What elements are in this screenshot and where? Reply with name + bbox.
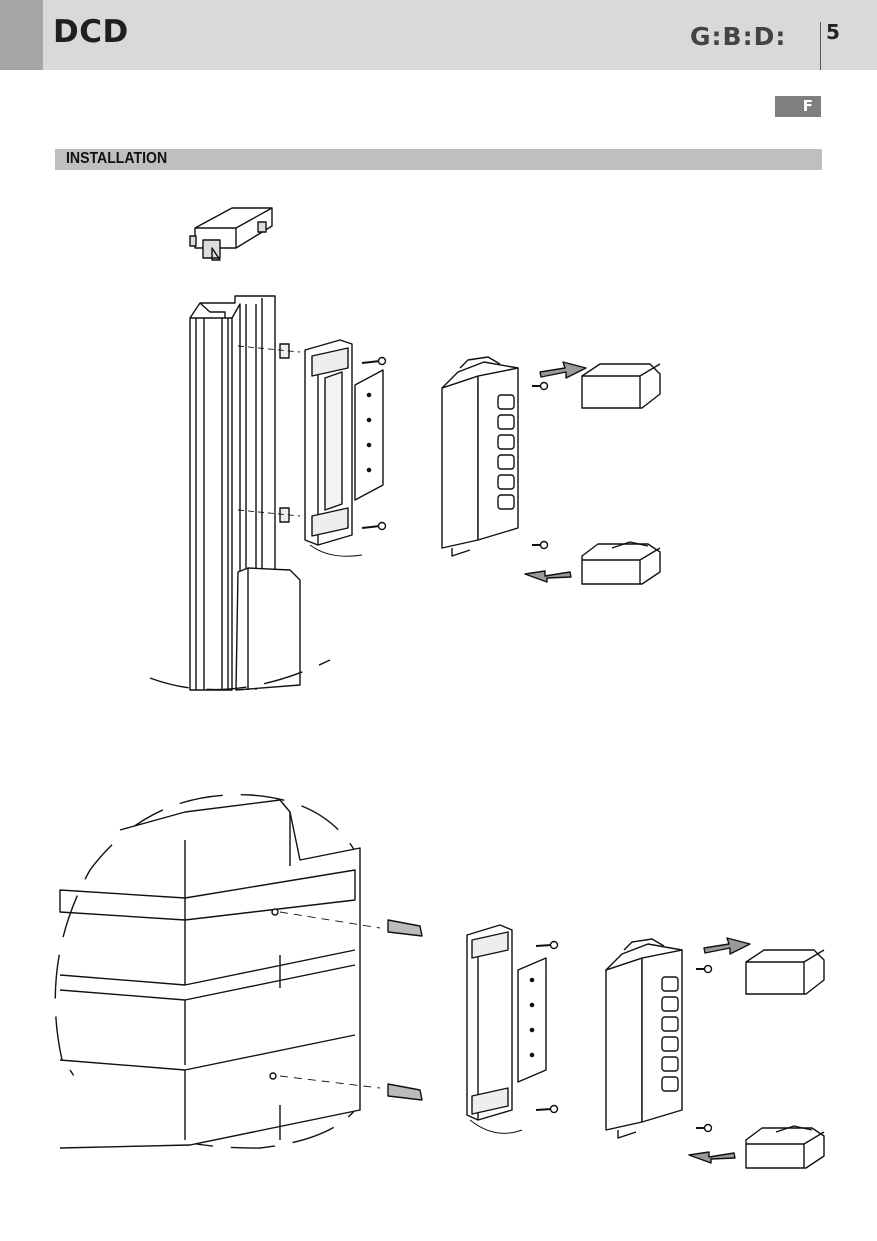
post-cap-icon xyxy=(189,207,273,261)
page-header: DCD G:B:D: 5 xyxy=(0,0,877,70)
section-bar: INSTALLATION xyxy=(55,149,822,170)
end-cap-icon xyxy=(745,949,825,1169)
product-code: DCD xyxy=(53,14,129,50)
aluminium-post-icon xyxy=(149,295,331,691)
screw-icon xyxy=(535,940,713,1133)
mounting-bracket-icon xyxy=(304,339,384,557)
section-title: INSTALLATION xyxy=(66,150,168,167)
end-cap-icon xyxy=(581,363,661,585)
arrow-icon xyxy=(688,937,751,1164)
header-divider xyxy=(820,22,821,70)
wall-plug-icon xyxy=(387,919,423,1101)
keypad-body-icon xyxy=(605,938,683,1139)
page-number: 5 xyxy=(826,20,840,44)
arrow-icon xyxy=(524,361,587,583)
keypad-body-icon xyxy=(441,356,519,557)
brand-logo: G:B:D: xyxy=(690,22,787,51)
brick-wall-icon xyxy=(54,794,381,1149)
screw-icon xyxy=(361,356,549,550)
header-tab xyxy=(0,0,43,70)
mounting-bracket-icon xyxy=(466,924,547,1134)
language-badge: F xyxy=(775,96,821,117)
